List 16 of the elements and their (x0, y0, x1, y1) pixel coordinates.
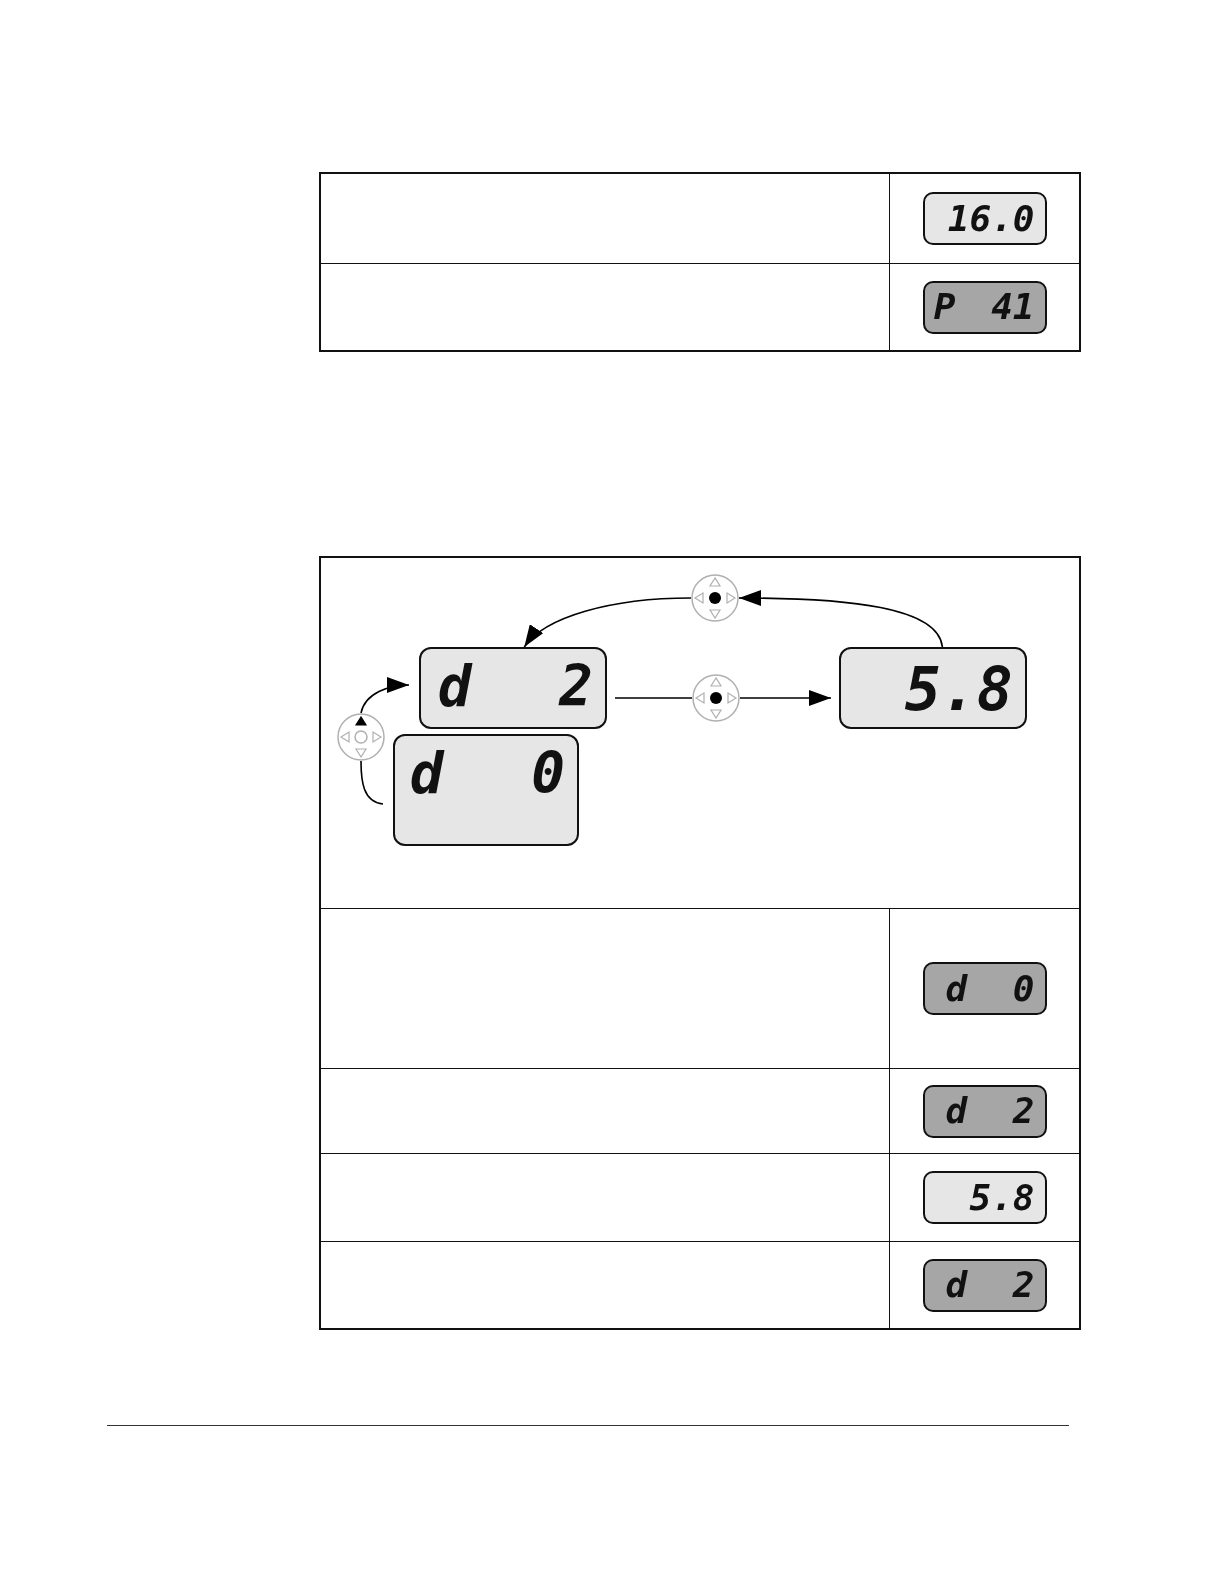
lcd-display: 5.8 (922, 1171, 1047, 1224)
lcd-display: d 0 (922, 962, 1047, 1015)
arrow (739, 690, 832, 706)
lcd-display: 5.8 (839, 647, 1027, 729)
lcd-display: d 2 (922, 1084, 1047, 1138)
keypad-icon (692, 674, 740, 722)
lcd-display: d 2 (922, 1258, 1047, 1312)
keypad-icon (337, 713, 385, 761)
lcd-display: d 0 (393, 734, 579, 846)
lcd-display: d 2 (419, 647, 607, 729)
keypad-icon (691, 574, 739, 622)
lcd-display: P 41 (922, 280, 1047, 334)
arrow (360, 677, 410, 714)
arrow (738, 590, 944, 648)
arrow (523, 597, 692, 648)
lcd-display: 16.0 (922, 192, 1047, 245)
